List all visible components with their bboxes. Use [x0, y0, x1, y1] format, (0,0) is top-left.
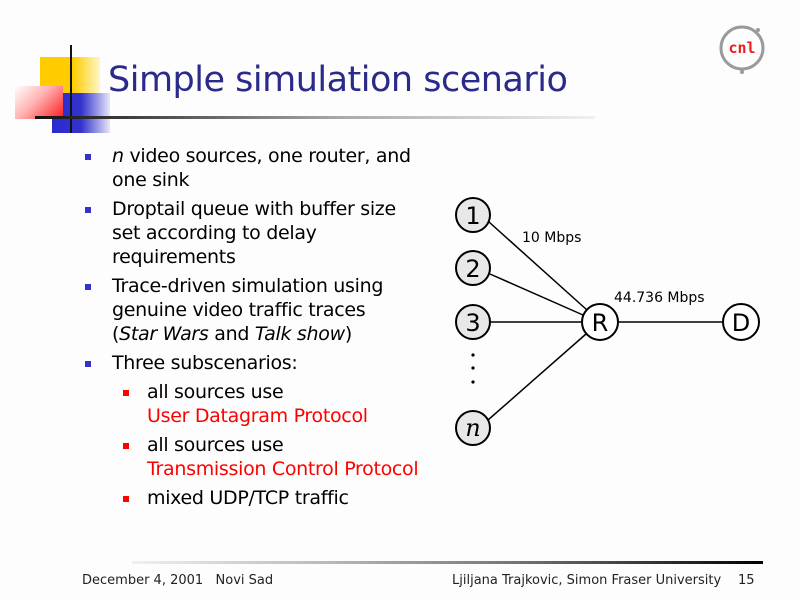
- router-node: R: [581, 303, 619, 341]
- source-node-1: 1: [455, 197, 491, 233]
- svg-text:R: R: [592, 309, 609, 337]
- bullet-list: n video sources, one router, and one sin…: [84, 144, 444, 515]
- sub-bullet-item: mixed UDP/TCP traffic: [84, 486, 444, 510]
- source-node-n: n: [455, 410, 491, 446]
- link-2-r: [489, 273, 584, 316]
- footer-rule: [132, 561, 763, 564]
- bullet-square-icon: [85, 361, 91, 367]
- footer-author: Ljiljana Trajkovic, Simon Fraser Univers…: [452, 573, 722, 588]
- svg-text:3: 3: [465, 309, 480, 337]
- svg-text:D: D: [732, 309, 750, 337]
- sub-bullet-square-icon: [123, 496, 129, 502]
- svg-text:cnl: cnl: [728, 39, 755, 57]
- bullet-item: n video sources, one router, and one sin…: [84, 144, 444, 192]
- highlight-udp: User Datagram Protocol: [147, 405, 368, 427]
- access-link-label: 10 Mbps: [522, 230, 581, 246]
- title-underline: [35, 116, 595, 119]
- bullet-square-icon: [85, 284, 91, 290]
- sub-bullet-square-icon: [123, 443, 129, 449]
- svg-text:n: n: [465, 414, 480, 442]
- source-node-2: 2: [455, 250, 491, 286]
- svg-text:2: 2: [465, 255, 480, 283]
- bottleneck-link-label: 44.736 Mbps: [614, 290, 705, 306]
- footer-date-place: December 4, 2001 Novi Sad: [82, 573, 274, 588]
- slide-title: Simple simulation scenario: [108, 60, 568, 100]
- bullet-item: Droptail queue with buffer size set acco…: [84, 197, 444, 269]
- sub-bullet-item: all sources use Transmission Control Pro…: [84, 433, 444, 481]
- sub-bullet-list: all sources use User Datagram Protocol a…: [112, 380, 444, 510]
- decor-red-square: [15, 86, 63, 119]
- links: [487, 221, 723, 421]
- cnl-logo-icon: cnl: [719, 25, 765, 74]
- decor-vertical-line: [70, 45, 72, 133]
- bullet-item: Three subscenarios:: [84, 351, 444, 375]
- highlight-tcp: Transmission Control Protocol: [147, 458, 419, 480]
- ellipsis-dots: [471, 353, 475, 384]
- destination-node: D: [722, 303, 760, 341]
- bullet-square-icon: [85, 154, 91, 160]
- sub-bullet-item: all sources use User Datagram Protocol: [84, 380, 444, 428]
- svg-text:1: 1: [465, 202, 480, 230]
- link-1-r: [488, 221, 588, 311]
- source-node-3: 3: [455, 304, 491, 340]
- bullet-item: Trace-driven simulation using genuine vi…: [84, 274, 444, 346]
- bullet-square-icon: [85, 207, 91, 213]
- sub-bullet-square-icon: [123, 390, 129, 396]
- link-n-r: [487, 333, 587, 421]
- page-number: 15: [738, 573, 755, 588]
